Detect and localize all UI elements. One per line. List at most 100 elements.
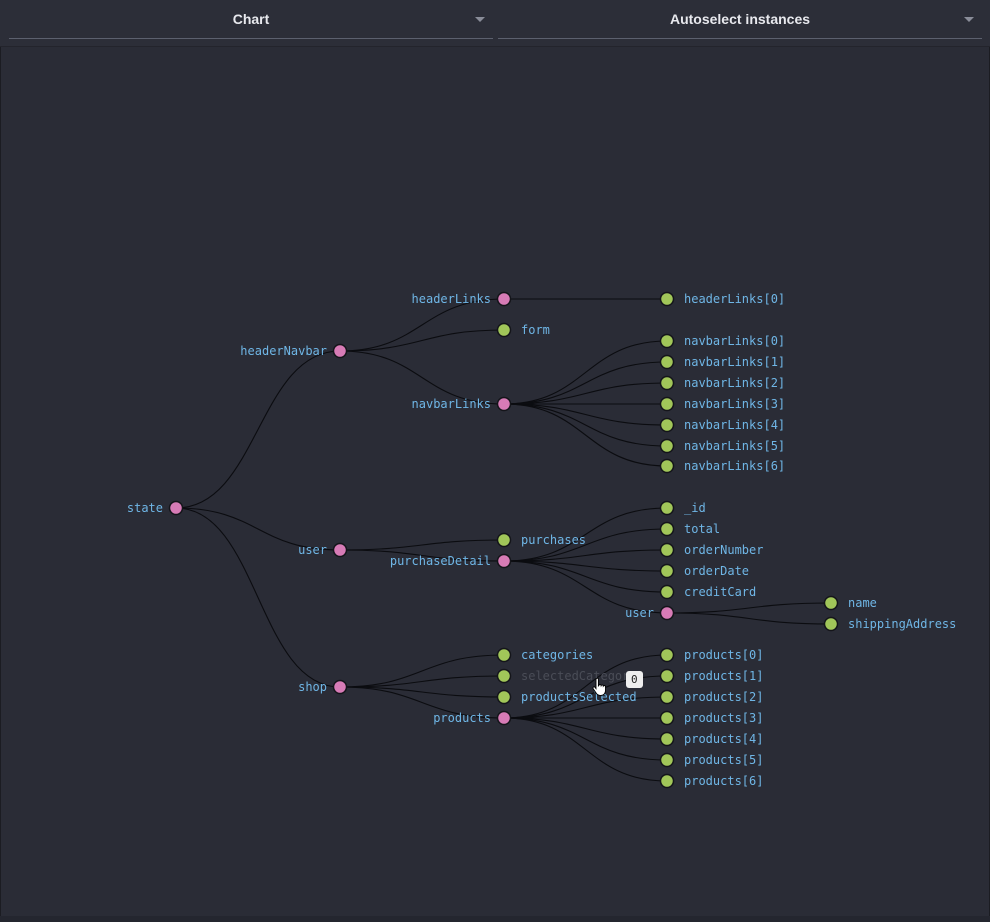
tree-node-purchases[interactable]: purchases [496, 532, 587, 548]
tree-node-pdu_shipping[interactable]: shippingAddress [823, 616, 957, 632]
tree-node-products0[interactable]: products[0] [659, 647, 764, 663]
tree-node-headerLinks[interactable]: headerLinks [412, 291, 512, 307]
leaf-node-circle[interactable] [659, 417, 675, 433]
node-label: navbarLinks[4] [684, 418, 785, 432]
leaf-node-circle[interactable] [659, 333, 675, 349]
node-label: navbarLinks[0] [684, 334, 785, 348]
chart-type-select[interactable]: Chart [9, 0, 493, 39]
node-label: shop [298, 680, 327, 694]
node-label: products[5] [684, 753, 763, 767]
branch-node-circle[interactable] [332, 542, 348, 558]
leaf-node-circle[interactable] [659, 542, 675, 558]
tree-node-form[interactable]: form [496, 322, 550, 338]
leaf-node-circle[interactable] [496, 532, 512, 548]
leaf-node-circle[interactable] [659, 710, 675, 726]
leaf-node-circle[interactable] [823, 595, 839, 611]
tree-node-purchaseDetail[interactable]: purchaseDetail [390, 553, 512, 569]
tree-node-navbarLinks2[interactable]: navbarLinks[2] [659, 375, 786, 391]
leaf-node-circle[interactable] [659, 752, 675, 768]
leaf-node-circle[interactable] [659, 647, 675, 663]
link-state-shop [175, 507, 341, 688]
node-label: products[0] [684, 648, 763, 662]
tree-node-products3[interactable]: products[3] [659, 710, 764, 726]
leaf-node-circle[interactable] [659, 584, 675, 600]
node-label: creditCard [684, 585, 756, 599]
branch-node-circle[interactable] [168, 500, 184, 516]
leaf-node-circle[interactable] [496, 647, 512, 663]
tree-node-pd_orderNumber[interactable]: orderNumber [659, 542, 764, 558]
tree-node-pd_user[interactable]: user [625, 605, 675, 621]
leaf-node-circle[interactable] [659, 291, 675, 307]
branch-node-circle[interactable] [496, 710, 512, 726]
tree-node-navbarLinks4[interactable]: navbarLinks[4] [659, 417, 786, 433]
tree-node-products4[interactable]: products[4] [659, 731, 764, 747]
branch-node-circle[interactable] [659, 605, 675, 621]
link-shop-categories [339, 654, 505, 688]
leaf-node-circle[interactable] [659, 458, 675, 474]
tree-node-headerLinks0[interactable]: headerLinks[0] [659, 291, 786, 307]
branch-node-circle[interactable] [496, 553, 512, 569]
tree-node-products6[interactable]: products[6] [659, 773, 764, 789]
tree-node-products5[interactable]: products[5] [659, 752, 764, 768]
leaf-node-circle[interactable] [659, 563, 675, 579]
instance-select[interactable]: Autoselect instances [498, 0, 982, 39]
tree-node-pd_total[interactable]: total [659, 521, 721, 537]
tree-node-pdu_name[interactable]: name [823, 595, 877, 611]
tree-node-navbarLinks1[interactable]: navbarLinks[1] [659, 354, 786, 370]
node-label: navbarLinks[6] [684, 459, 785, 473]
node-label: orderDate [684, 564, 749, 578]
branch-node-circle[interactable] [496, 291, 512, 307]
node-tooltip: 0 [626, 671, 643, 688]
tree-node-navbarLinks0[interactable]: navbarLinks[0] [659, 333, 786, 349]
link-navbarLinks-navbarLinks1 [503, 361, 668, 405]
link-products-products4 [503, 717, 668, 740]
tree-node-navbarLinks[interactable]: navbarLinks [412, 396, 512, 412]
leaf-node-circle[interactable] [659, 375, 675, 391]
tree-node-navbarLinks5[interactable]: navbarLinks[5] [659, 438, 786, 454]
leaf-node-circle[interactable] [659, 354, 675, 370]
node-label: _id [684, 501, 706, 515]
chevron-down-icon [964, 17, 974, 22]
node-label: total [684, 522, 720, 536]
link-products-products6 [503, 717, 668, 782]
tree-node-products[interactable]: products [433, 710, 512, 726]
leaf-node-circle[interactable] [659, 396, 675, 412]
leaf-node-circle[interactable] [659, 689, 675, 705]
tree-node-pd_orderDate[interactable]: orderDate [659, 563, 750, 579]
link-state-headerNavbar [175, 350, 341, 509]
link-purchaseDetail-pd_total [503, 528, 668, 562]
link-pd_user-pdu_name [666, 602, 832, 614]
node-label: state [127, 501, 163, 515]
tree-node-shop[interactable]: shop [298, 679, 348, 695]
tree-node-pd_id[interactable]: _id [659, 500, 706, 516]
tree-node-headerNavbar[interactable]: headerNavbar [240, 343, 348, 359]
tree-node-navbarLinks3[interactable]: navbarLinks[3] [659, 396, 786, 412]
tree-node-products1[interactable]: products[1] [659, 668, 764, 684]
tree-node-productsSelected[interactable]: productsSelected [496, 689, 637, 705]
leaf-node-circle[interactable] [659, 521, 675, 537]
node-label: products [433, 711, 491, 725]
leaf-node-circle[interactable] [659, 438, 675, 454]
node-label: navbarLinks[5] [684, 439, 785, 453]
instance-select-label: Autoselect instances [669, 11, 811, 27]
branch-node-circle[interactable] [332, 343, 348, 359]
leaf-node-circle[interactable] [659, 668, 675, 684]
leaf-node-circle[interactable] [496, 689, 512, 705]
node-label: navbarLinks[3] [684, 397, 785, 411]
leaf-node-circle[interactable] [823, 616, 839, 632]
leaf-node-circle[interactable] [659, 500, 675, 516]
tree-node-navbarLinks6[interactable]: navbarLinks[6] [659, 458, 786, 474]
branch-node-circle[interactable] [496, 396, 512, 412]
leaf-node-circle[interactable] [496, 322, 512, 338]
leaf-node-circle[interactable] [496, 668, 512, 684]
tree-node-state[interactable]: state [127, 500, 184, 516]
branch-node-circle[interactable] [332, 679, 348, 695]
tree-node-products2[interactable]: products[2] [659, 689, 764, 705]
tree-node-pd_creditCard[interactable]: creditCard [659, 584, 757, 600]
leaf-node-circle[interactable] [659, 731, 675, 747]
tree-node-user[interactable]: user [298, 542, 348, 558]
tree-node-selectedCategory[interactable]: selectedCategory [496, 668, 637, 684]
leaf-node-circle[interactable] [659, 773, 675, 789]
tree-node-categories[interactable]: categories [496, 647, 594, 663]
